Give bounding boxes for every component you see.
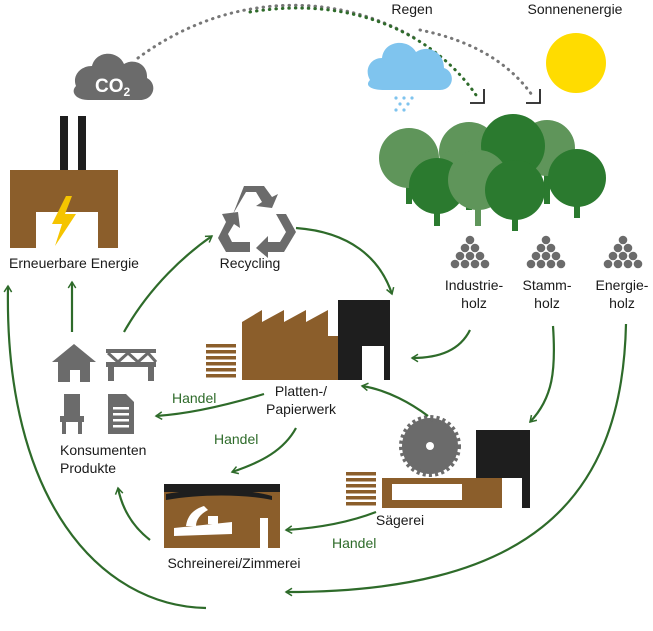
- sun-icon: [546, 33, 606, 93]
- factory-icon: [206, 300, 390, 380]
- board-stack-icon: [206, 344, 236, 378]
- sawmill-label: Sägerei: [376, 512, 424, 528]
- arrow-joinery-to-consumer: [114, 486, 151, 541]
- solar-label: Sonnenenergie: [528, 1, 623, 17]
- arrow-panel-to-consumer: [154, 392, 265, 421]
- energy-wood-label: Energie-holz: [596, 277, 649, 311]
- rain-cloud-icon: [367, 42, 452, 112]
- lightning-bolt-icon: [52, 196, 76, 246]
- power-plant-icon: [10, 116, 118, 248]
- board-stack-icon: [346, 472, 376, 506]
- co2-subscript: 2: [124, 85, 131, 99]
- arrow-recycling-to-panel: [295, 226, 395, 296]
- industrial-wood-label: Industrie-holz: [445, 277, 504, 311]
- arrow-energywood-to-joinery: [284, 323, 628, 597]
- arrow-sawmill-to-panel: [360, 382, 429, 417]
- wood-pile-icon: [450, 235, 643, 269]
- rain-label: Regen: [391, 1, 432, 17]
- log-wood-label: Stamm-holz: [523, 277, 572, 311]
- dotted-arrowhead-grey: [526, 89, 541, 104]
- bridge-icon: [106, 349, 158, 381]
- arrow-log-to-sawmill: [529, 325, 556, 424]
- flow-arrows: [3, 226, 628, 610]
- house-icon: [52, 344, 96, 382]
- trade-label-consumer: Handel: [172, 390, 216, 406]
- sawmill-icon: [346, 415, 530, 508]
- arrow-sawmill-to-joinery: [284, 510, 377, 535]
- recycling-label: Recycling: [220, 255, 281, 271]
- renewable-energy-label: Erneuerbare Energie: [9, 255, 139, 271]
- dotted-co2-to-rain: [136, 3, 420, 60]
- dotted-to-sun-side: [418, 28, 536, 100]
- plane-icon: [174, 506, 232, 536]
- forest-icon: [379, 114, 606, 231]
- arrow-joinery-to-energy: [3, 284, 207, 610]
- chair-icon: [60, 394, 84, 434]
- trade-label-sawmill: Handel: [332, 535, 376, 551]
- panel-mill-label: Platten-/Papierwerk: [266, 383, 337, 417]
- trade-label-joinery: Handel: [214, 431, 258, 447]
- arrow-consumer-to-recycling: [123, 235, 214, 333]
- recycle-icon: [218, 186, 296, 258]
- joinery-label: Schreinerei/Zimmerei: [167, 555, 300, 571]
- workshop-icon: [164, 484, 280, 548]
- dotted-arrowhead-green: [470, 89, 485, 104]
- saw-blade-icon: [399, 415, 461, 477]
- arrow-panel-to-joinery: [230, 427, 297, 475]
- arrow-industrial-to-panel: [410, 329, 471, 363]
- dotted-co2-to-forest: [248, 6, 480, 100]
- co2-label: CO2: [95, 76, 131, 99]
- document-icon: [108, 394, 134, 434]
- co2-cloud-icon: [73, 53, 154, 100]
